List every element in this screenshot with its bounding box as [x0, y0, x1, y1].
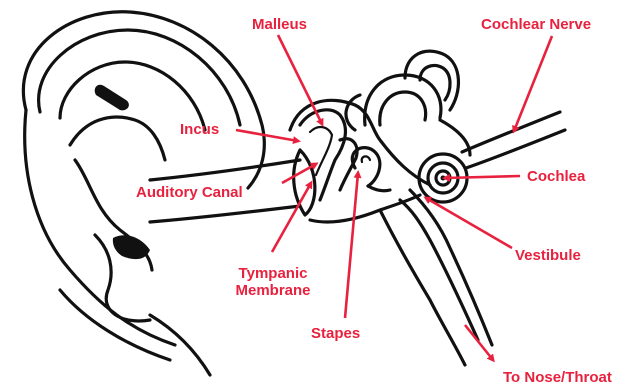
- tympanic-pointer: [272, 183, 311, 252]
- label-stapes: Stapes: [311, 325, 360, 342]
- label-tympanic-line2: Membrane: [218, 282, 328, 299]
- label-incus: Incus: [180, 121, 219, 138]
- auditory-canal-pointer: [282, 164, 316, 183]
- label-cochlear-nerve: Cochlear Nerve: [481, 16, 591, 33]
- label-malleus: Malleus: [252, 16, 307, 33]
- label-tympanic-line1: Tympanic: [218, 265, 328, 282]
- label-vestibule: Vestibule: [515, 247, 581, 264]
- nose-throat-pointer: [465, 325, 493, 360]
- cochlear-nerve-shape: [462, 112, 565, 168]
- label-auditory-canal: Auditory Canal: [136, 184, 243, 201]
- pointer-lines: [236, 35, 552, 360]
- label-to-nose-throat: To Nose/Throat: [503, 369, 612, 386]
- semicircular-canals: [346, 51, 470, 155]
- vestibule-pointer: [426, 198, 512, 248]
- cochlea-pointer: [445, 176, 520, 178]
- label-tympanic-membrane: Tympanic Membrane: [218, 265, 328, 299]
- label-cochlea: Cochlea: [527, 168, 585, 185]
- incus-pointer: [236, 130, 298, 141]
- stapes-pointer: [345, 173, 358, 318]
